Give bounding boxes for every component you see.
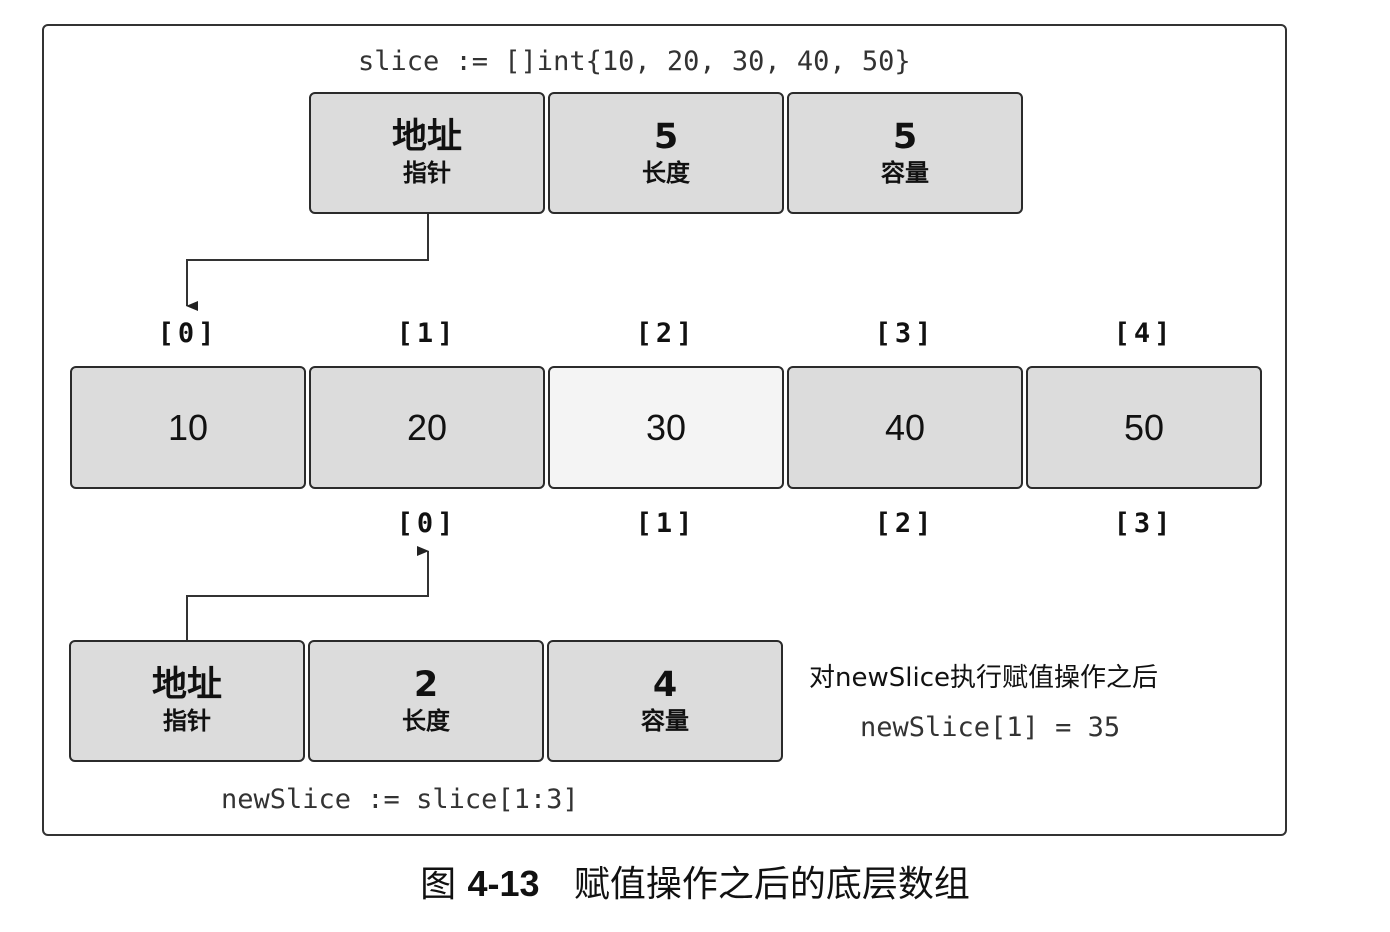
slice-pointer-box: 地址 指针	[309, 92, 545, 214]
slice-capacity-box: 5 容量	[787, 92, 1023, 214]
assignment-note-title: 对newSlice执行赋值操作之后	[809, 663, 1158, 693]
array-cell-1: 20	[309, 366, 545, 489]
newslice-index-3: [3]	[1113, 508, 1175, 539]
figure-caption: 图 4-13 赋值操作之后的底层数组	[0, 866, 1390, 903]
assignment-note-code: newSlice[1] = 35	[860, 712, 1121, 743]
newslice-capacity-value: 4	[652, 665, 678, 706]
array-index-2: [2]	[635, 318, 697, 349]
array-index-3: [3]	[874, 318, 936, 349]
array-value-3: 40	[884, 406, 926, 448]
array-cell-4: 50	[1026, 366, 1262, 489]
slice-length-label: 长度	[642, 158, 690, 187]
newslice-pointer-sublabel: 指针	[163, 706, 211, 735]
array-value-2: 30	[645, 406, 687, 448]
slice-capacity-label: 容量	[881, 158, 929, 187]
newslice-pointer-arrow	[186, 546, 429, 640]
caption-text: 赋值操作之后的底层数组	[539, 864, 970, 905]
array-value-1: 20	[406, 406, 448, 448]
slice-declaration: slice := []int{10, 20, 30, 40, 50}	[358, 46, 911, 77]
caption-prefix: 图	[420, 864, 468, 905]
newslice-declaration: newSlice := slice[1:3]	[221, 784, 579, 815]
newslice-length-box: 2 长度	[308, 640, 544, 762]
newslice-capacity-box: 4 容量	[547, 640, 783, 762]
array-cell-2-modified: 30	[548, 366, 784, 489]
slice-pointer-sublabel: 指针	[403, 158, 451, 187]
slice-length-value: 5	[653, 117, 679, 158]
caption-number: 4-13	[467, 863, 540, 904]
array-value-0: 10	[167, 406, 209, 448]
slice-pointer-label: 地址	[391, 117, 462, 158]
array-cell-0: 10	[70, 366, 306, 489]
newslice-capacity-label: 容量	[641, 706, 689, 735]
newslice-index-0: [0]	[396, 508, 458, 539]
newslice-pointer-label: 地址	[151, 665, 222, 706]
slice-capacity-value: 5	[892, 117, 918, 158]
newslice-length-value: 2	[413, 665, 439, 706]
newslice-index-2: [2]	[874, 508, 936, 539]
newslice-pointer-box: 地址 指针	[69, 640, 305, 762]
slice-length-box: 5 长度	[548, 92, 784, 214]
array-index-4: [4]	[1113, 318, 1175, 349]
array-cell-3: 40	[787, 366, 1023, 489]
array-index-0: [0]	[157, 318, 219, 349]
slice-pointer-arrow	[186, 214, 429, 311]
array-value-4: 50	[1123, 406, 1165, 448]
newslice-length-label: 长度	[402, 706, 450, 735]
newslice-index-1: [1]	[635, 508, 697, 539]
array-index-1: [1]	[396, 318, 458, 349]
